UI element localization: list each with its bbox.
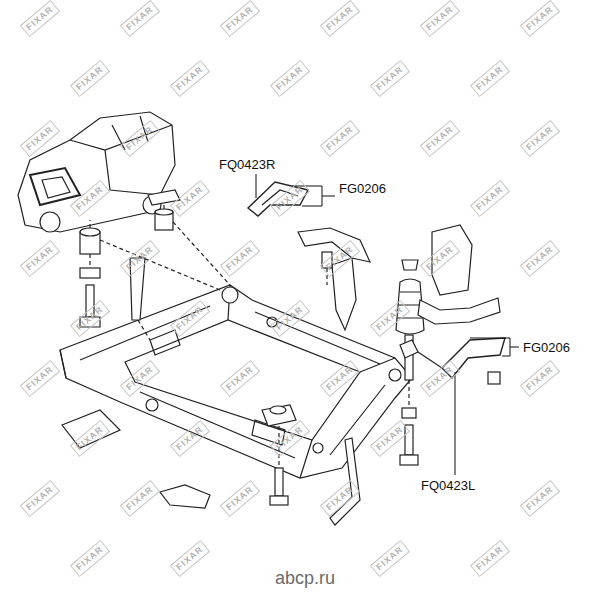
brand-watermark: FIXAR — [470, 180, 510, 217]
brand-watermark: FIXAR — [470, 540, 510, 577]
part-number: FG0206 — [338, 181, 387, 196]
brand-watermark: FIXAR — [320, 0, 360, 37]
car-sketch — [18, 112, 175, 232]
brand-watermark: FIXAR — [220, 480, 260, 517]
brand-watermark: FIXAR — [70, 540, 110, 577]
mount-bottom — [262, 405, 296, 505]
bolt-right — [400, 380, 418, 465]
site-watermark: abcp.ru — [275, 568, 335, 588]
brand-watermark: FIXAR — [520, 120, 560, 157]
brand-watermark: FIXAR — [120, 0, 160, 37]
brand-watermark: FIXAR — [20, 240, 60, 277]
bracket-lower — [160, 485, 210, 508]
brand-watermark: FIXAR — [370, 420, 410, 457]
brand-watermark: FIXAR — [520, 0, 560, 37]
part-number: FG0206 — [522, 340, 571, 355]
brand-watermark: FIXAR — [320, 120, 360, 157]
brand-watermark: FIXAR — [520, 360, 560, 397]
brand-watermark: FIXAR — [520, 480, 560, 517]
bracket-centre — [298, 228, 370, 330]
brand-watermark: FIXAR — [520, 240, 560, 277]
brand-watermark: FIXAR — [20, 360, 60, 397]
brand-watermark: FIXAR — [170, 60, 210, 97]
brand-watermark: FIXAR — [420, 120, 460, 157]
part-number: FQ0423L — [420, 478, 476, 493]
brand-watermark: FIXAR — [370, 540, 410, 577]
brand-watermark: FIXAR — [420, 360, 460, 397]
brand-watermark: FIXAR — [220, 360, 260, 397]
brand-watermark: FIXAR — [420, 0, 460, 37]
leader-lines — [256, 174, 519, 475]
brand-watermark: FIXAR — [470, 60, 510, 97]
brand-watermark: FIXAR — [20, 480, 60, 517]
subframe — [60, 285, 412, 478]
part-number: FQ0423R — [218, 157, 276, 172]
brand-watermark: FIXAR — [220, 0, 260, 37]
brand-watermark: FIXAR — [70, 60, 110, 97]
brand-watermark: FIXAR — [170, 540, 210, 577]
brand-watermark: FIXAR — [370, 60, 410, 97]
brand-watermark: FIXAR — [270, 60, 310, 97]
brand-watermark: FIXAR — [120, 480, 160, 517]
brand-watermark: FIXAR — [20, 0, 60, 37]
brand-watermark: FIXAR — [220, 240, 260, 277]
